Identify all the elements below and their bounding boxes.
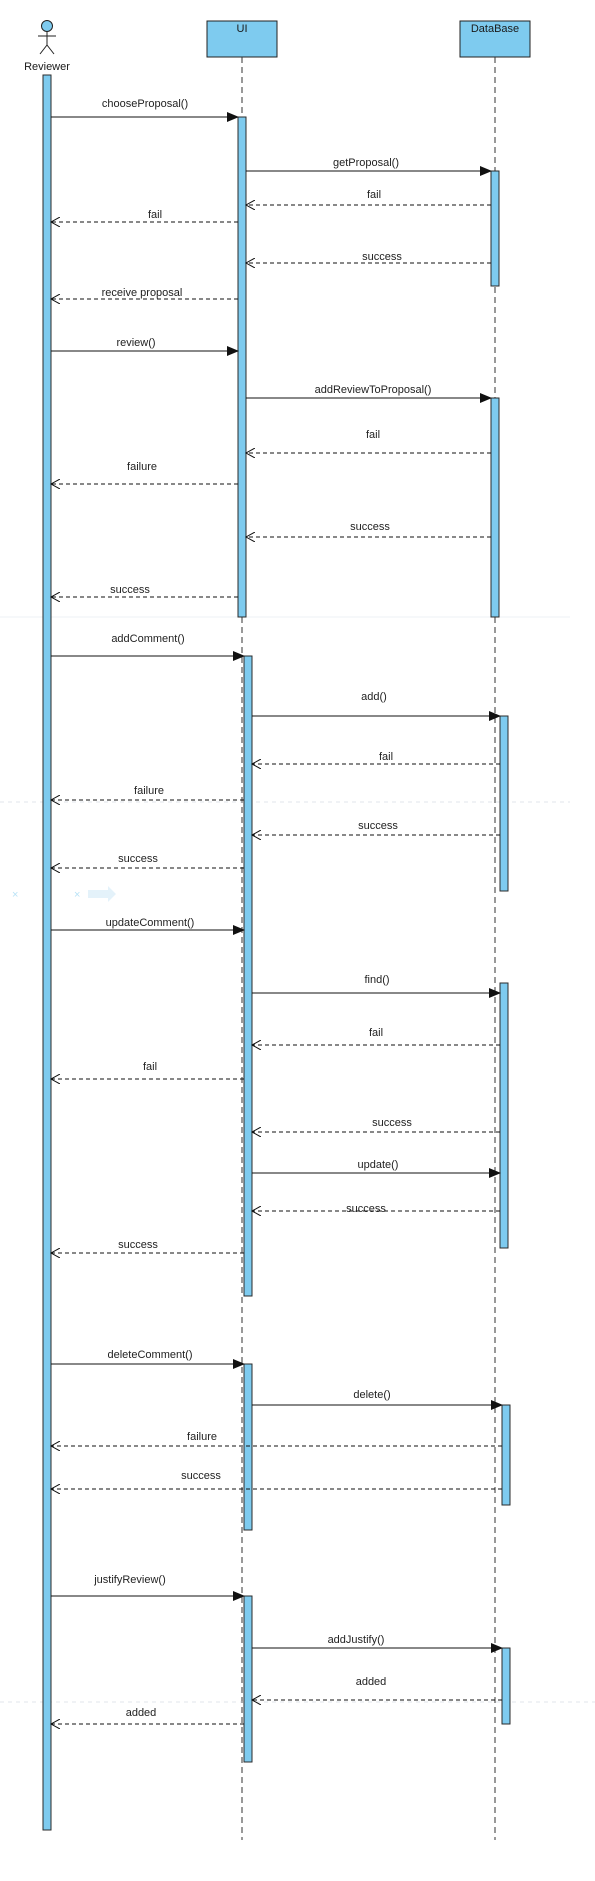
message-label: fail — [367, 189, 381, 201]
message-label: success — [118, 1239, 158, 1251]
canvas-guides: × × — [0, 616, 595, 1703]
database-label: DataBase — [471, 23, 519, 35]
message-label: failure — [127, 461, 157, 473]
reviewer-label: Reviewer — [24, 61, 70, 73]
ui-activation — [243, 1363, 253, 1531]
message-label: addJustify() — [328, 1634, 385, 1646]
close-icon: × — [74, 889, 80, 901]
message-label: find() — [364, 974, 389, 986]
message-label: fail — [379, 751, 393, 763]
database-activation — [501, 1404, 511, 1506]
message-label: success — [346, 1203, 386, 1215]
message-label: addReviewToProposal() — [315, 384, 432, 396]
ui-activation — [243, 655, 253, 1297]
arrow-right-icon — [88, 886, 116, 902]
message-label: fail — [369, 1027, 383, 1039]
actor-head-icon — [41, 20, 53, 32]
database-activation — [490, 170, 500, 287]
message-label: fail — [148, 209, 162, 221]
message-label: deleteComment() — [108, 1349, 193, 1361]
message-label: success — [110, 584, 150, 596]
message-label: getProposal() — [333, 157, 399, 169]
ui-activation — [243, 1595, 253, 1763]
database-activation — [499, 982, 509, 1249]
message-label: success — [118, 853, 158, 865]
database-participant: DataBase — [459, 20, 531, 58]
message-lines — [51, 112, 503, 1724]
message-label: success — [358, 820, 398, 832]
message-label: justifyReview() — [93, 1574, 166, 1586]
ui-label: UI — [237, 23, 248, 35]
message-label: fail — [366, 429, 380, 441]
ui-activation — [237, 116, 247, 618]
database-activation — [501, 1647, 511, 1725]
message-label: failure — [134, 785, 164, 797]
message-label: success — [372, 1117, 412, 1129]
close-icon: × — [12, 889, 18, 901]
ui-header-box — [206, 20, 278, 58]
ui-participant: UI — [206, 20, 278, 58]
reviewer-actor: Reviewer — [24, 20, 70, 73]
database-activation — [490, 397, 500, 618]
activation-bars — [42, 74, 511, 1831]
message-label: update() — [358, 1159, 399, 1171]
message-label: success — [181, 1470, 221, 1482]
message-label: add() — [361, 691, 387, 703]
message-label: updateComment() — [106, 917, 195, 929]
message-label: addComment() — [111, 633, 184, 645]
message-label: added — [126, 1707, 157, 1719]
message-label: delete() — [353, 1389, 390, 1401]
message-label: chooseProposal() — [102, 98, 188, 110]
message-labels: chooseProposal() getProposal() fail fail… — [93, 98, 431, 1719]
database-header-box — [459, 20, 531, 58]
reviewer-activation — [42, 74, 52, 1831]
database-activation — [499, 715, 509, 892]
message-label: receive proposal — [102, 287, 183, 299]
message-label: failure — [187, 1431, 217, 1443]
message-label: review() — [116, 337, 155, 349]
message-label: success — [350, 521, 390, 533]
message-label: added — [356, 1676, 387, 1688]
message-label: success — [362, 251, 402, 263]
message-label: fail — [143, 1061, 157, 1073]
